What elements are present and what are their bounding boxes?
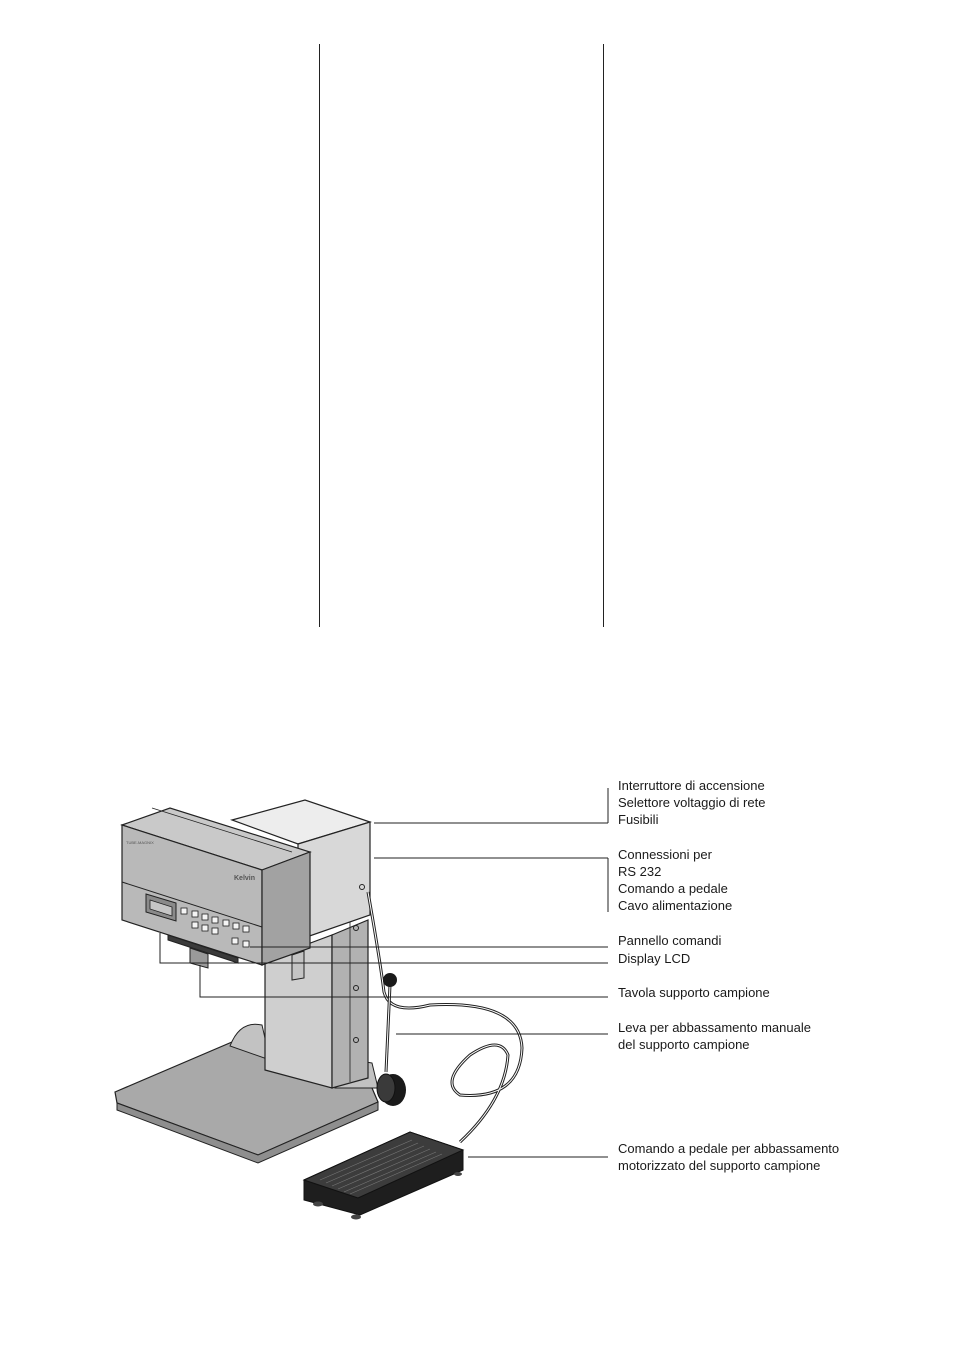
callout-fuses: Fusibili <box>618 812 659 827</box>
callout-manual-lever-line2: del supporto campione <box>618 1037 750 1052</box>
callout-foot-pedal-line1: Comando a pedale per abbassamento <box>618 1141 840 1156</box>
callout-foot-pedal: Comando a pedale per abbassamento motori… <box>618 1140 839 1174</box>
instrument-illustration: TUBE-MAGNIX Kelvin <box>114 788 609 1220</box>
callout-manual-lever: Leva per abbassamento manuale del suppor… <box>618 1019 811 1053</box>
callout-rs232: RS 232 <box>618 864 662 879</box>
control-housing: TUBE-MAGNIX Kelvin <box>120 807 312 981</box>
callout-power-cable: Cavo alimentazione <box>618 898 733 913</box>
callout-foot-pedal-line2: motorizzato del supporto campione <box>618 1158 821 1173</box>
callout-connections-group: Connessioni per RS 232 Comando a pedale … <box>618 846 732 914</box>
manual-lever <box>376 973 406 1106</box>
support-column <box>264 910 369 1089</box>
column-divider-right <box>603 44 604 627</box>
callout-control-panel: Pannello comandi <box>618 933 722 948</box>
leader-lines <box>159 788 609 1158</box>
callout-manual-lever-line1: Leva per abbassamento manuale <box>618 1020 811 1035</box>
measuring-head <box>230 799 372 941</box>
foot-pedal <box>302 1131 465 1220</box>
callout-sample-table: Tavola supporto campione <box>618 985 770 1000</box>
callout-voltage-selector: Selettore voltaggio di rete <box>618 795 766 810</box>
svg-text:TUBE-MAGNIX: TUBE-MAGNIX <box>126 840 154 845</box>
callout-connections-title: Connessioni per <box>618 847 712 862</box>
callout-power-switch: Interruttore di accensione <box>618 778 765 793</box>
callout-lcd-display: Display LCD <box>618 951 691 966</box>
svg-text:Kelvin: Kelvin <box>234 875 255 882</box>
callout-power-group: Interruttore di accensione Selettore vol… <box>618 777 765 828</box>
callout-pedal-port: Comando a pedale <box>618 881 728 896</box>
column-divider-left <box>319 44 320 627</box>
